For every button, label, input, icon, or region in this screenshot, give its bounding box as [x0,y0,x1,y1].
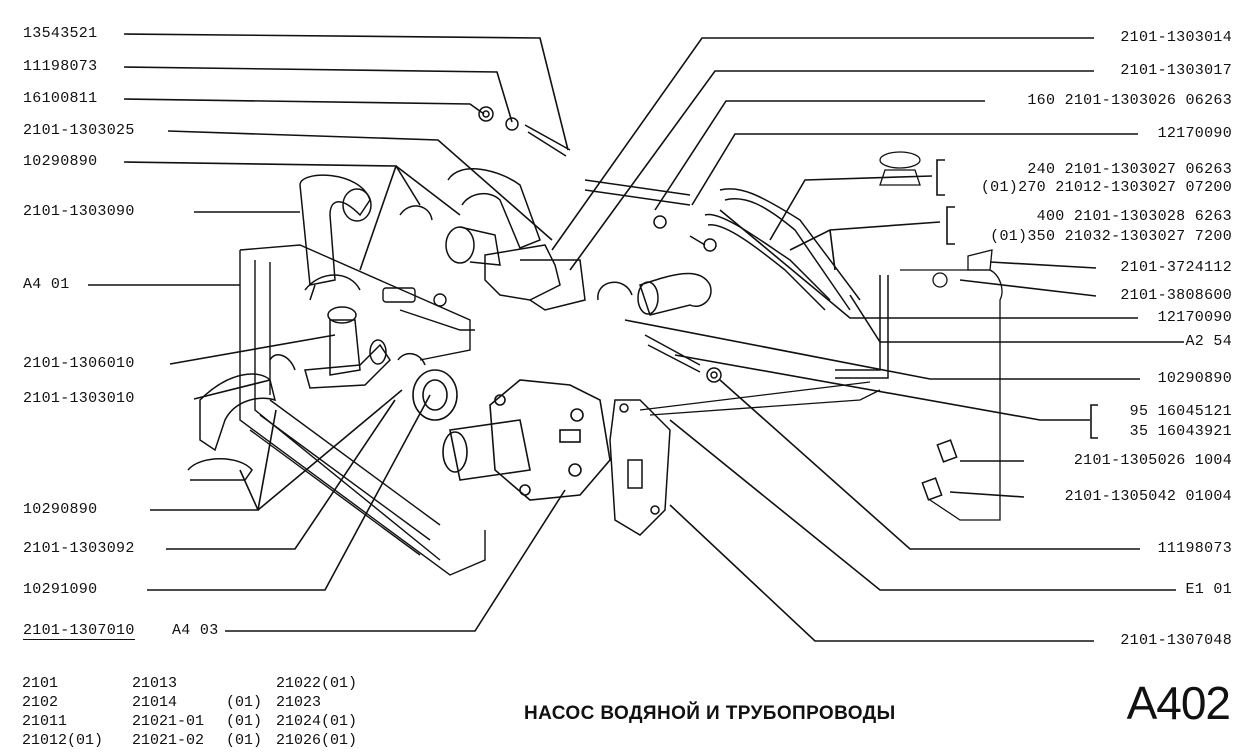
leader-line [719,379,1140,550]
expansion-tank [639,151,1003,521]
model-code: 21022(01) [276,675,358,692]
part-label: 11198073 [23,58,98,75]
leader-line [147,394,431,591]
part-label: 12170090 [1157,125,1232,142]
page-title: НАСОС ВОДЯНОЙ И ТРУБОПРОВОДЫ [524,703,896,724]
page-code: A402 [1126,677,1231,729]
leader-line [691,133,1138,206]
model-code: (01) [226,732,263,749]
model-list: 2101 21013 21022(01) 2102 21014 (01) 210… [22,674,402,750]
part-label: 10290890 [23,153,98,170]
leader-line [674,354,1090,421]
part-label: 35 16043921 [1129,423,1232,440]
part-label: 2101-1305026 1004 [1073,452,1232,469]
leader-line [669,504,1094,642]
part-label: A4 01 [23,276,70,293]
model-row: 2102 21014 (01) 21023 [22,693,402,712]
part-label: 2101-1303010 [23,390,135,407]
part-label: 10291090 [23,581,98,598]
leader-line [193,379,271,400]
model-code: 21021-01 [132,713,205,730]
part-label-main: 2101-1307010 [23,622,135,640]
leader-line [989,261,1097,269]
part-label: A4 03 [172,622,219,639]
model-row: 21012(01) 21021-02 (01) 21026(01) [22,731,402,750]
leader-line [669,419,1176,591]
leader-line [150,469,260,511]
part-label: 2101-3724112 [1120,259,1232,276]
part-label: 10290890 [23,501,98,518]
bracket [946,206,955,245]
model-code: (01) [226,694,263,711]
part-label: A2 54 [1185,333,1232,350]
tee-fitting [304,306,391,389]
leader-line [654,100,985,211]
leader-line [949,491,1025,498]
model-code: 21012(01) [22,732,104,749]
model-code: 21024(01) [276,713,358,730]
bracket [1090,404,1098,439]
model-code: 21026(01) [276,732,358,749]
water-pump [412,369,611,501]
part-label: 400 2101-1303028 6263 [1036,208,1232,225]
leader-line [257,389,403,511]
part-label: 10290890 [1157,370,1232,387]
bracket [936,159,945,196]
model-code: (01) [226,713,263,730]
part-label: 2101-1303025 [23,122,135,139]
part-label: 13543521 [23,25,98,42]
part-label: 160 2101-1303026 06263 [1027,92,1232,109]
leader-line [959,279,1097,297]
model-code: 21023 [276,694,322,711]
leader-line [167,130,553,241]
leader-line [166,399,396,550]
gasket [609,399,671,536]
leader-line [225,489,566,632]
leader-line [123,98,485,115]
leader-line [123,161,398,271]
leader-line [123,66,513,123]
part-label: 11198073 [1157,540,1232,557]
part-label: 12170090 [1157,309,1232,326]
model-code: 21014 [132,694,178,711]
model-row: 21011 21021-01 (01) 21024(01) [22,712,402,731]
leader-line [123,33,569,151]
leader-line [719,209,1138,319]
part-label: 2101-1305042 01004 [1064,488,1232,505]
model-code: 21021-02 [132,732,205,749]
model-row: 2101 21013 21022(01) [22,674,402,693]
hoses [187,168,889,481]
model-code: 2102 [22,694,59,711]
part-label: 240 2101-1303027 06263 [1027,161,1232,178]
part-label: E1 01 [1185,581,1232,598]
part-label: 2101-1307048 [1120,632,1232,649]
part-label: 16100811 [23,90,98,107]
part-label: 2101-1303014 [1120,29,1232,46]
model-code: 2101 [22,675,59,692]
leader-line [569,70,1094,271]
part-label: (01)350 21032-1303027 7200 [990,228,1232,245]
part-label: 2101-3808600 [1120,287,1232,304]
part-label: (01)270 21012-1303027 07200 [980,179,1232,196]
model-code: 21011 [22,713,68,730]
part-label: 95 16045121 [1129,403,1232,420]
leader-line [395,165,421,206]
part-label: 2101-1303017 [1120,62,1232,79]
outlet-housing [445,226,586,311]
leader-line [624,319,1140,380]
leader-line [257,409,277,511]
fasteners [478,106,958,501]
leader-line [395,165,461,216]
part-label: 2101-1306010 [23,355,135,372]
part-label: 2101-1303090 [23,203,135,220]
leader-line [829,229,836,271]
leader-line [169,334,336,365]
part-label: 2101-1303092 [23,540,135,557]
model-code: 21013 [132,675,178,692]
radiator [239,244,486,576]
leader-line [551,37,1094,251]
